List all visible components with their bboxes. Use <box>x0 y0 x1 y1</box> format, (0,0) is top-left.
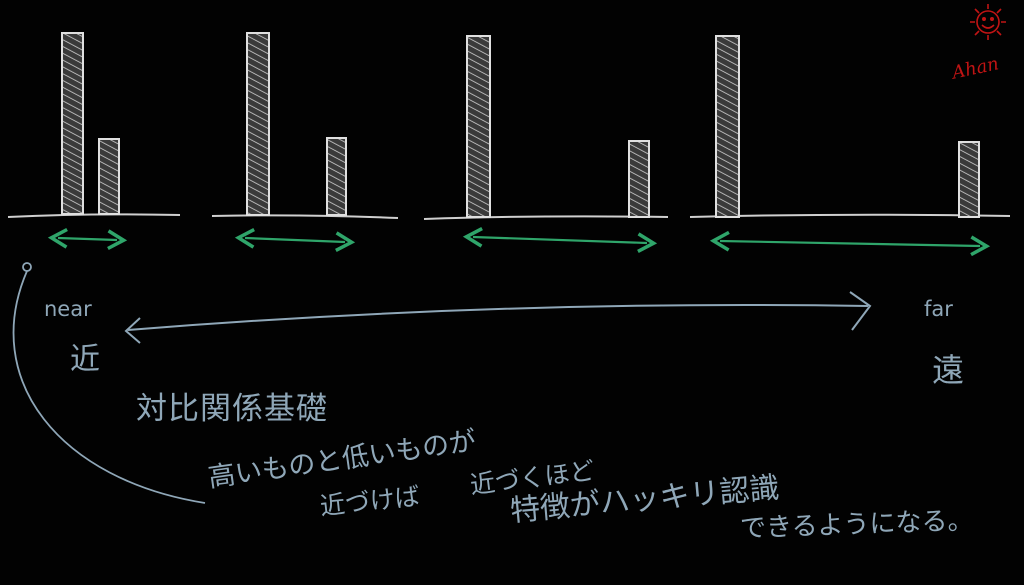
tall-bar <box>61 32 84 215</box>
distance-arrow <box>47 227 128 251</box>
tall-bar <box>715 35 740 218</box>
distance-arrow <box>234 227 356 253</box>
short-bar <box>628 140 650 218</box>
distance-arrow <box>709 230 991 257</box>
near-label-jp: 近 <box>70 342 100 377</box>
short-bar <box>98 138 120 215</box>
scene-3 <box>423 35 669 254</box>
short-bar <box>326 137 347 216</box>
tall-bar <box>246 32 270 216</box>
scene-1 <box>7 32 181 251</box>
far-label-jp: 遠 <box>932 351 965 389</box>
diagram-title: 対比関係基礎 <box>136 391 328 427</box>
connector-curve <box>12 262 206 504</box>
scene-2 <box>211 32 399 253</box>
sun-icon <box>970 4 1006 40</box>
scene-4 <box>689 35 1011 257</box>
near-label-en: near <box>44 297 92 321</box>
ground-line <box>211 214 399 219</box>
far-label-en: far <box>924 297 953 321</box>
distance-arrow <box>462 226 658 254</box>
tall-bar <box>466 35 491 218</box>
short-bar <box>958 141 980 218</box>
near-far-arrow <box>124 291 872 344</box>
ground-line <box>7 213 181 218</box>
